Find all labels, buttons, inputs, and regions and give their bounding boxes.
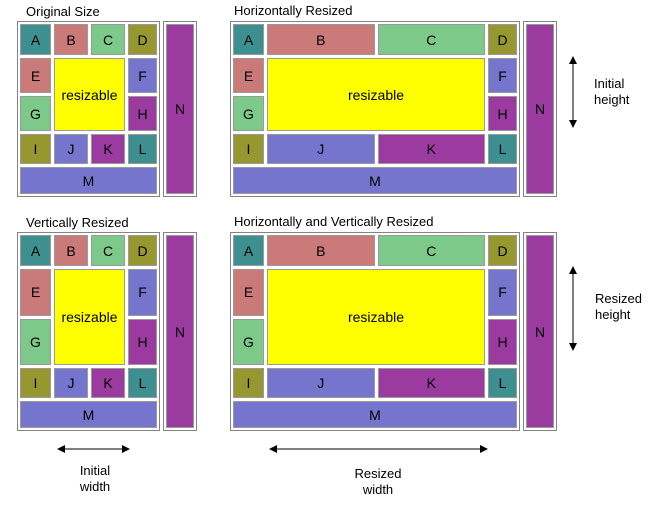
resized-height-label: Resized height <box>595 291 642 322</box>
block-k: K <box>91 368 125 398</box>
initial-height-label: Initial height <box>594 76 630 107</box>
block-c: C <box>91 24 125 55</box>
block-f: F <box>488 269 517 316</box>
layout-grid: A B C D E resizable F G H I J K L M <box>17 232 160 431</box>
block-d: D <box>128 24 157 55</box>
block-n: N <box>526 24 554 194</box>
block-g: G <box>233 318 264 365</box>
block-b: B <box>267 24 375 55</box>
block-l: L <box>488 134 517 164</box>
block-c: C <box>377 235 485 266</box>
block-i: I <box>233 134 264 164</box>
block-l: L <box>488 368 517 398</box>
block-h: H <box>128 96 157 131</box>
panel-horizontally-resized: A B C D E resizable F G H I J K L M N <box>230 21 557 197</box>
block-e: E <box>20 269 51 316</box>
block-f: F <box>488 58 517 93</box>
block-resizable: resizable <box>54 58 125 131</box>
n-column-box: N <box>163 21 197 197</box>
block-f: F <box>128 58 157 93</box>
block-b: B <box>54 24 88 55</box>
panel-vertically-resized: A B C D E resizable F G H I J K L M N <box>17 232 197 431</box>
title-vertically-resized: Vertically Resized <box>26 215 129 230</box>
initial-width-arrow-icon <box>57 445 130 453</box>
block-b: B <box>267 235 375 266</box>
block-b: B <box>54 235 88 266</box>
block-f: F <box>128 269 157 316</box>
block-m: M <box>20 167 157 194</box>
block-m: M <box>233 167 517 194</box>
block-e: E <box>233 58 264 93</box>
block-n: N <box>166 235 194 428</box>
block-d: D <box>488 235 517 266</box>
panel-original-size: A B C D E resizable F G H I J K L M N <box>17 21 197 197</box>
block-n: N <box>166 24 194 194</box>
block-a: A <box>20 235 51 266</box>
block-i: I <box>20 134 51 164</box>
block-e: E <box>20 58 51 93</box>
resized-height-arrow-icon <box>569 266 577 351</box>
block-c: C <box>377 24 485 55</box>
block-k: K <box>377 368 485 398</box>
block-g: G <box>20 96 51 131</box>
panel-horizontally-and-vertically-resized: A B C D E resizable F G H I J K L M N <box>230 232 557 431</box>
block-j: J <box>267 368 375 398</box>
block-resizable: resizable <box>267 269 485 365</box>
layout-grid: A B C D E resizable F G H I J K L M <box>230 232 520 431</box>
block-k: K <box>377 134 485 164</box>
block-j: J <box>54 134 88 164</box>
block-c: C <box>91 235 125 266</box>
block-k: K <box>91 134 125 164</box>
title-original-size: Original Size <box>26 4 100 19</box>
block-j: J <box>54 368 88 398</box>
block-h: H <box>128 318 157 365</box>
block-h: H <box>488 318 517 365</box>
block-i: I <box>233 368 264 398</box>
block-d: D <box>488 24 517 55</box>
resized-width-arrow-icon <box>269 445 488 453</box>
block-i: I <box>20 368 51 398</box>
initial-height-arrow-icon <box>569 56 577 128</box>
block-m: M <box>233 401 517 428</box>
block-a: A <box>20 24 51 55</box>
block-m: M <box>20 401 157 428</box>
block-resizable: resizable <box>267 58 485 131</box>
initial-width-label: Initial width <box>79 463 111 494</box>
block-l: L <box>128 134 157 164</box>
block-h: H <box>488 96 517 131</box>
block-g: G <box>233 96 264 131</box>
n-column-box: N <box>523 232 557 431</box>
block-d: D <box>128 235 157 266</box>
layout-grid: A B C D E resizable F G H I J K L M <box>17 21 160 197</box>
resized-width-label: Resized width <box>354 466 402 497</box>
block-resizable: resizable <box>54 269 125 365</box>
block-j: J <box>267 134 375 164</box>
title-horizontally-resized: Horizontally Resized <box>234 3 353 18</box>
block-a: A <box>233 24 264 55</box>
block-g: G <box>20 318 51 365</box>
block-l: L <box>128 368 157 398</box>
layout-grid: A B C D E resizable F G H I J K L M <box>230 21 520 197</box>
n-column-box: N <box>523 21 557 197</box>
block-e: E <box>233 269 264 316</box>
title-horizontally-and-vertically-resized: Horizontally and Vertically Resized <box>234 214 434 229</box>
block-a: A <box>233 235 264 266</box>
n-column-box: N <box>163 232 197 431</box>
block-n: N <box>526 235 554 428</box>
